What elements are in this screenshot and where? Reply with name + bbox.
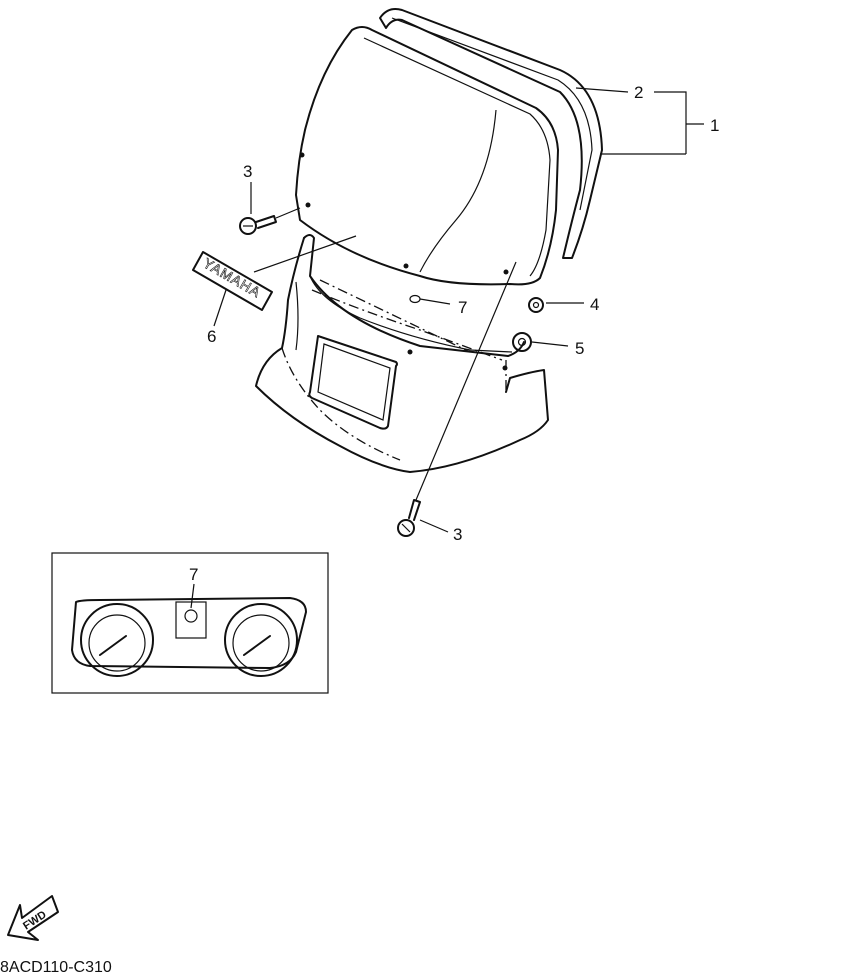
inset-grommet [184, 609, 198, 623]
screw-lower [397, 261, 517, 537]
screw-upper [239, 207, 301, 235]
drawing-code: 8ACD110-C310 [0, 959, 112, 975]
meter-inset: 7 [51, 552, 329, 694]
fwd-arrow-icon: FWD [7, 895, 59, 941]
inset-callout-7: 7 [189, 565, 198, 584]
callout-numbers: 1 2 3 4 5 6 7 3 [207, 83, 719, 544]
callout-5: 5 [575, 339, 584, 358]
callout-3-lower: 3 [453, 525, 462, 544]
callout-4: 4 [590, 295, 599, 314]
callout-1: 1 [710, 116, 719, 135]
tachometer [224, 603, 298, 677]
leader-lines [213, 87, 704, 533]
windshield [295, 26, 559, 286]
callout-3-upper: 3 [243, 162, 252, 181]
speedometer [80, 603, 154, 677]
fwd-label: FWD [21, 909, 49, 933]
nut [528, 297, 544, 313]
washer [512, 332, 532, 352]
callout-2: 2 [634, 83, 643, 102]
fairing-body [255, 234, 549, 473]
instrument-opening-inner [317, 343, 391, 421]
callout-7: 7 [458, 298, 467, 317]
yamaha-emblem: YAMAHA [192, 251, 273, 311]
grommet [409, 294, 421, 304]
instrument-opening [308, 335, 398, 430]
windshield-molding [379, 8, 603, 259]
callout-6: 6 [207, 327, 216, 346]
